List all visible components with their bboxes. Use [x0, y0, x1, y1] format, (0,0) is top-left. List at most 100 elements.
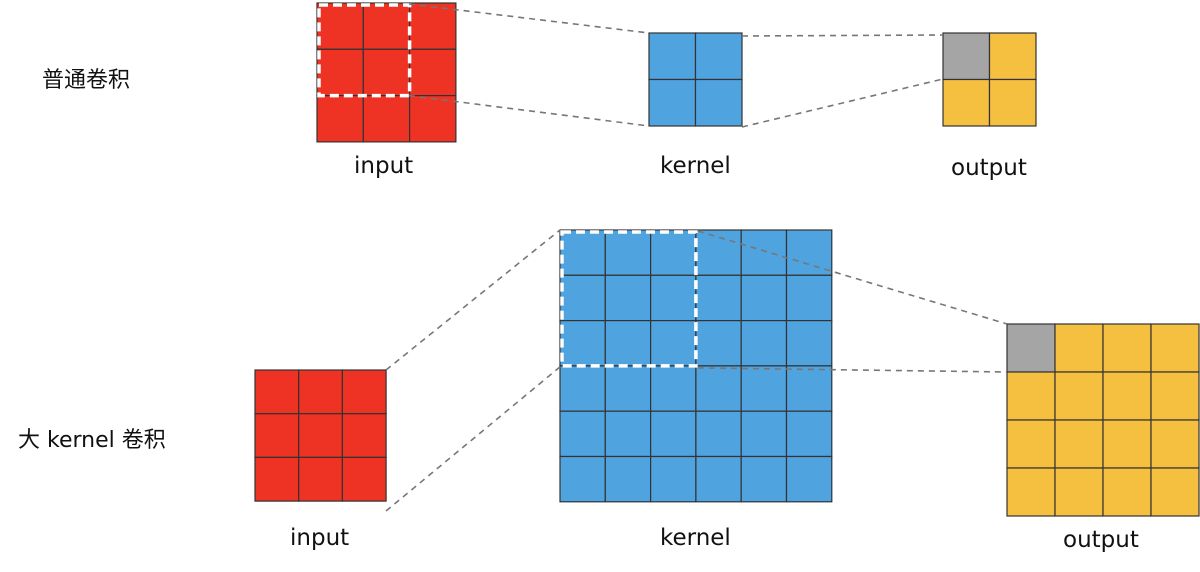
grid-cell — [316, 94, 364, 143]
input-label-large: input — [290, 525, 350, 551]
connector-window-to-output-top — [697, 230, 1008, 325]
grid-cell — [559, 320, 606, 367]
grid-cell — [1102, 371, 1152, 421]
grid-cell — [1150, 419, 1200, 469]
grid-cell — [1006, 419, 1056, 469]
grid-cell — [695, 229, 742, 276]
output-label-large: output — [1063, 527, 1139, 553]
output-grid-normal — [942, 32, 1037, 127]
grid-cell — [316, 48, 364, 97]
grid-cell — [740, 229, 788, 276]
grid-cell — [649, 320, 697, 367]
grid-cell — [254, 413, 300, 459]
grid-cell — [1102, 323, 1152, 373]
grid-cell — [695, 410, 742, 458]
grid-cell — [559, 229, 606, 276]
grid-cell — [341, 369, 387, 415]
grid-cell — [649, 410, 697, 458]
grid-cell — [604, 365, 652, 412]
grid-cell — [648, 78, 697, 127]
grid-cell — [649, 274, 697, 322]
connector-input-to-kernel-top — [408, 3, 650, 34]
grid-cell — [604, 274, 652, 322]
grid-cell — [649, 229, 697, 276]
row-title-normal-convolution: 普通卷积 — [42, 68, 131, 93]
grid-cell — [648, 32, 697, 81]
grid-cell — [559, 365, 606, 412]
sliding-window-normal — [317, 3, 412, 98]
grid-cell — [694, 32, 743, 81]
grid-cell — [559, 274, 606, 322]
grid-cell — [362, 2, 411, 50]
grid-cell — [988, 32, 1037, 81]
input-label-normal: input — [354, 153, 414, 179]
grid-cell — [1102, 467, 1152, 517]
kernel-grid-large — [559, 229, 833, 503]
grid-cell — [1150, 323, 1200, 373]
highlighted-output-cell — [1006, 323, 1056, 373]
grid-cell — [1054, 419, 1104, 469]
grid-cell — [740, 455, 788, 503]
grid-cell — [785, 229, 833, 276]
connector-window-to-output-bottom — [697, 367, 1008, 373]
grid-cell — [785, 410, 833, 458]
kernel-grid-normal — [648, 32, 743, 127]
kernel-label-large: kernel — [660, 525, 731, 551]
grid-cell — [785, 455, 833, 503]
connector-kernel-to-output-bottom — [741, 78, 944, 128]
row-title-large-kernel-convolution: 大 kernel 卷积 — [18, 428, 166, 453]
sliding-window-large — [560, 230, 698, 368]
highlighted-output-cell — [942, 32, 991, 81]
grid-cell — [740, 365, 788, 412]
grid-cell — [362, 94, 411, 143]
connector-input-to-kernel-bottom — [408, 94, 650, 127]
grid-cell — [785, 365, 833, 412]
grid-cell — [254, 456, 300, 502]
grid-cell — [559, 410, 606, 458]
grid-cell — [341, 413, 387, 459]
grid-cell — [559, 455, 606, 503]
grid-cell — [649, 365, 697, 412]
input-grid-large — [254, 369, 387, 502]
connector-input-to-kernel-bottom-large — [385, 366, 561, 512]
grid-cell — [604, 320, 652, 367]
output-label-normal: output — [951, 155, 1027, 181]
grid-cell — [1150, 467, 1200, 517]
grid-cell — [316, 2, 364, 50]
grid-cell — [298, 369, 344, 415]
connector-kernel-to-output-top — [741, 34, 944, 37]
grid-cell — [649, 455, 697, 503]
grid-cell — [604, 410, 652, 458]
grid-cell — [695, 274, 742, 322]
connector-input-to-kernel-top-large — [385, 229, 561, 371]
grid-cell — [604, 455, 652, 503]
grid-cell — [740, 274, 788, 322]
grid-cell — [740, 320, 788, 367]
grid-cell — [254, 369, 300, 415]
grid-cell — [695, 455, 742, 503]
kernel-label-normal: kernel — [660, 153, 731, 179]
grid-cell — [298, 456, 344, 502]
grid-cell — [341, 456, 387, 502]
grid-cell — [298, 413, 344, 459]
grid-cell — [409, 94, 457, 143]
grid-cell — [1006, 467, 1056, 517]
grid-cell — [1006, 371, 1056, 421]
grid-cell — [1150, 371, 1200, 421]
grid-cell — [695, 320, 742, 367]
grid-cell — [1054, 323, 1104, 373]
grid-cell — [1054, 467, 1104, 517]
grid-cell — [694, 78, 743, 127]
grid-cell — [740, 410, 788, 458]
grid-cell — [1102, 419, 1152, 469]
grid-cell — [695, 365, 742, 412]
output-grid-large — [1006, 323, 1200, 517]
grid-cell — [604, 229, 652, 276]
grid-cell — [988, 78, 1037, 127]
grid-cell — [785, 320, 833, 367]
grid-cell — [942, 78, 991, 127]
grid-cell — [409, 48, 457, 97]
grid-cell — [362, 48, 411, 97]
